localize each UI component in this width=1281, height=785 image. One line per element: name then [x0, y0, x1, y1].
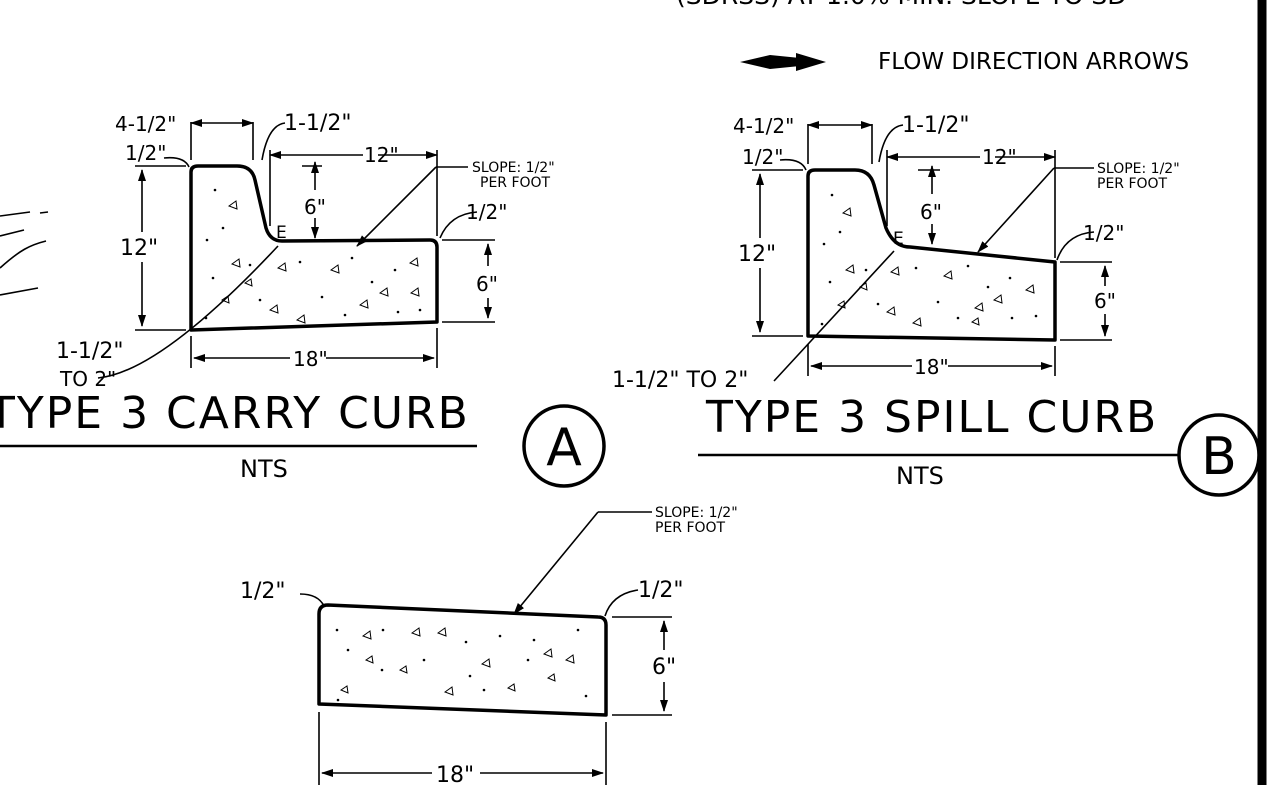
curb-a-base-width: 18"	[293, 347, 328, 371]
curb-a-outline	[189, 164, 439, 332]
detail-a-marker: A	[522, 404, 606, 488]
detail-b-marker: B	[1177, 413, 1261, 497]
curb-a-base-radius: 1-1/2"	[56, 339, 123, 364]
curb-a-centerline: E	[276, 223, 287, 243]
curb-b-height: 12"	[738, 242, 776, 267]
curb-a-slope-line2: PER FOOT	[480, 175, 551, 191]
curb-c-right-radius: 1/2"	[638, 578, 684, 603]
curb-a-top-width: 4-1/2"	[115, 112, 176, 136]
curb-c-aggregate	[335, 627, 588, 702]
curb-b-slope-line2: PER FOOT	[1097, 176, 1168, 192]
curb-a-gutter-depth: 6"	[476, 272, 498, 296]
detail-a-scale: NTS	[240, 455, 288, 483]
detail-a-marker-letter: A	[546, 418, 582, 478]
curb-b-face-height: 6"	[920, 200, 942, 224]
curb-c-outline	[317, 603, 608, 717]
detail-b-spill-curb: E 4-1/2" 1/2" 1-1/2" 12" 12" 6" 1/2" 6" …	[612, 113, 1261, 497]
curb-c-dimensions	[299, 511, 672, 785]
curb-a-top-radius: 1/2"	[125, 141, 166, 165]
detail-a-title: TYPE 3 CARRY CURB	[0, 388, 470, 439]
curb-b-centerline: E	[893, 229, 904, 249]
curb-c-width: 18"	[436, 763, 474, 785]
curb-a-base-radius-to: TO 2"	[59, 367, 116, 391]
curb-b-gutter-edge-radius: 1/2"	[1083, 221, 1124, 245]
detail-c-flat-curb: 1/2" 1/2" 6" 18" SLOPE: 1/2" PER FOOT	[240, 505, 738, 785]
curb-a-slope-line1: SLOPE: 1/2"	[472, 160, 555, 176]
curb-a-dimensions	[97, 119, 495, 379]
curb-c-left-radius: 1/2"	[240, 579, 286, 604]
curb-b-gutter-depth: 6"	[1094, 289, 1116, 313]
curb-b-dimensions	[752, 121, 1112, 382]
sketch-fragment	[0, 211, 49, 296]
curb-b-base-width: 18"	[914, 355, 949, 379]
curb-b-face-radius: 1-1/2"	[902, 113, 969, 138]
curb-a-face-height: 6"	[304, 195, 326, 219]
curb-b-outline	[806, 168, 1057, 342]
curb-a-face-radius: 1-1/2"	[284, 111, 351, 136]
detail-b-scale: NTS	[896, 462, 944, 490]
curb-c-slope-line2: PER FOOT	[655, 520, 726, 536]
top-note: (SDRSS) AT 1.0% MIN. SLOPE TO SD	[676, 0, 1126, 10]
flow-arrows-label: FLOW DIRECTION ARROWS	[878, 49, 1189, 75]
curb-b-base-radius: 1-1/2" TO 2"	[612, 368, 748, 393]
curb-b-slope-line1: SLOPE: 1/2"	[1097, 161, 1180, 177]
curb-a-gutter-edge-radius: 1/2"	[466, 200, 507, 224]
flow-direction-legend: FLOW DIRECTION ARROWS	[740, 49, 1189, 75]
curb-b-top-width: 4-1/2"	[733, 114, 794, 138]
curb-a-height: 12"	[120, 236, 158, 261]
detail-b-title: TYPE 3 SPILL CURB	[705, 392, 1158, 443]
detail-a-carry-curb: E 4-1/2" 1/2" 1-1/2" 12" 12" 6" 1/2" 6" …	[0, 111, 606, 488]
curb-b-top-radius: 1/2"	[742, 145, 783, 169]
flow-arrow-icon	[740, 53, 826, 71]
detail-b-marker-letter: B	[1201, 427, 1237, 487]
curb-b-gutter-width: 12"	[982, 145, 1017, 169]
curb-c-slope-line1: SLOPE: 1/2"	[655, 505, 738, 521]
curb-c-depth: 6"	[652, 655, 676, 680]
curb-a-aggregate	[204, 188, 422, 324]
curb-a-gutter-width: 12"	[364, 143, 399, 167]
